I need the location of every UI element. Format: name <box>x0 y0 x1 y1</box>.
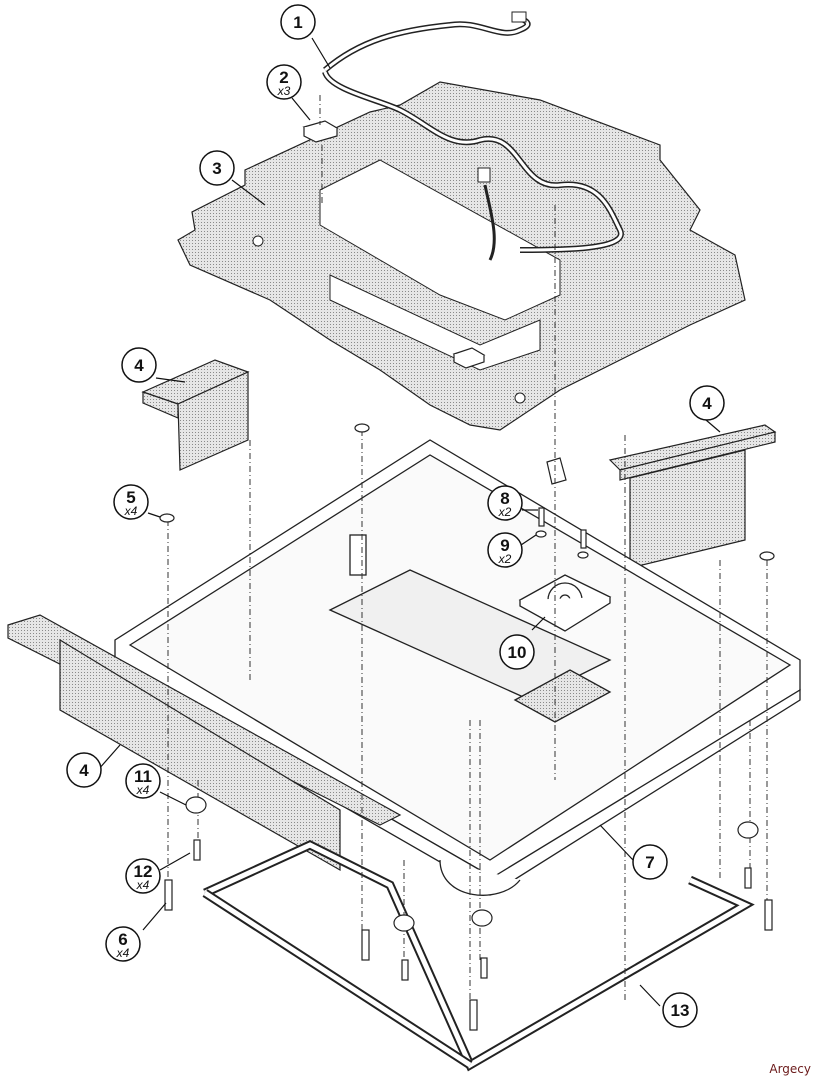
rubber-foot <box>471 909 493 927</box>
svg-text:1: 1 <box>293 13 302 32</box>
callout-11: 11 x4 <box>125 763 161 799</box>
callout-4-right: 4 <box>689 385 725 421</box>
harness-connector <box>477 167 491 183</box>
svg-text:2: 2 <box>279 68 288 87</box>
foot-screw <box>193 839 201 861</box>
foot-screw <box>480 957 488 979</box>
assembly-guide-lines <box>167 95 768 1020</box>
svg-text:x2: x2 <box>498 505 512 519</box>
washer <box>159 513 175 523</box>
callout-4-left: 4 <box>121 347 157 383</box>
callout-10: 10 <box>499 634 535 670</box>
washer <box>759 551 775 561</box>
hardware-parts <box>159 423 775 1031</box>
callout-13: 13 <box>662 992 698 1028</box>
callout-1: 1 <box>280 4 316 40</box>
svg-text:13: 13 <box>671 1001 690 1020</box>
harness-connector <box>511 11 527 23</box>
svg-text:4: 4 <box>134 356 144 375</box>
callout-4-front: 4 <box>66 752 102 788</box>
svg-text:6: 6 <box>118 930 127 949</box>
svg-text:4: 4 <box>702 394 712 413</box>
rubber-foot <box>393 914 415 932</box>
fan-washer <box>577 551 589 559</box>
callout-7: 7 <box>632 844 668 880</box>
svg-text:11: 11 <box>134 767 152 786</box>
fan-screw <box>580 529 587 549</box>
svg-text:7: 7 <box>645 853 654 872</box>
svg-text:x4: x4 <box>116 946 130 960</box>
svg-text:x4: x4 <box>124 504 138 518</box>
svg-text:x2: x2 <box>498 552 512 566</box>
cable-clip <box>302 120 567 485</box>
svg-text:x3: x3 <box>277 84 291 98</box>
fan-screw <box>538 507 545 527</box>
svg-text:4: 4 <box>79 761 89 780</box>
shoulder-screw <box>764 899 773 931</box>
foam-strip-front <box>7 614 402 872</box>
foot-screw <box>744 867 752 889</box>
foot-screw <box>401 959 409 981</box>
foam-block-left <box>141 359 250 471</box>
shoulder-screw <box>361 929 370 961</box>
svg-text:3: 3 <box>212 159 221 178</box>
gasket <box>202 840 755 1072</box>
washer <box>354 423 370 433</box>
rubber-foot <box>185 796 207 814</box>
callout-5: 5 x4 <box>113 484 149 520</box>
watermark: Argecy <box>769 1062 811 1076</box>
callout-12: 12 x4 <box>125 858 161 894</box>
leader-lines <box>97 37 721 1007</box>
shoulder-screw <box>164 879 173 911</box>
foam-strip-right <box>608 424 777 569</box>
svg-text:x4: x4 <box>136 783 150 797</box>
cable-harness <box>322 13 624 261</box>
callout-3: 3 <box>199 150 235 186</box>
svg-text:10: 10 <box>508 643 527 662</box>
callout-6: 6 x4 <box>105 926 141 962</box>
shoulder-screw <box>469 999 478 1031</box>
fan-washer <box>535 530 547 538</box>
callout-2: 2 x3 <box>266 64 302 100</box>
svg-text:8: 8 <box>500 489 509 508</box>
svg-text:9: 9 <box>500 536 509 555</box>
shield-plate <box>177 81 746 431</box>
svg-text:5: 5 <box>126 488 135 507</box>
callout-8: 8 x2 <box>487 485 523 521</box>
svg-text:x4: x4 <box>136 878 150 892</box>
callout-9: 9 x2 <box>487 532 523 568</box>
cooling-fan <box>518 574 612 632</box>
rubber-foot <box>737 821 759 839</box>
svg-text:12: 12 <box>134 862 153 881</box>
